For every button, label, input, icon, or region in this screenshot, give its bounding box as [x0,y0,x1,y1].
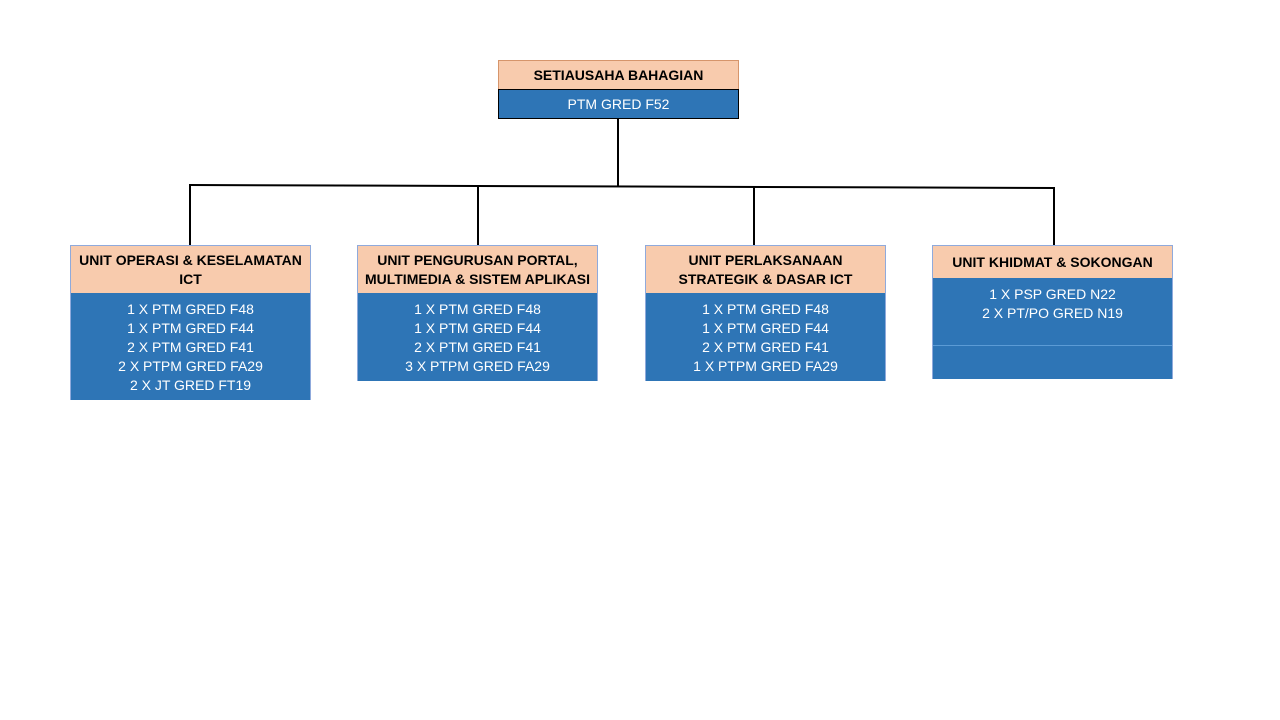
staff-item: 1 X PTPM GRED FA29 [693,358,838,374]
staff-item: 3 X PTPM GRED FA29 [405,358,550,374]
unit-staff-list: 1 X PTM GRED F48 1 X PTM GRED F44 2 X PT… [357,293,598,381]
unit-title: UNIT PERLAKSANAAN STRATEGIK & DASAR ICT [645,245,886,293]
staff-item: 1 X PTM GRED F48 [414,301,541,317]
staff-item: 2 X JT GRED FT19 [129,377,252,393]
unit-box-pengurusan: UNIT PENGURUSAN PORTAL, MULTIMEDIA & SIS… [357,245,598,381]
staff-item: 1 X PTM GRED F48 [702,301,829,317]
unit-title: UNIT OPERASI & KESELAMATAN ICT [70,245,311,293]
staff-item: 2 X PT/PO GRED N19 [982,305,1123,321]
staff-item: 1 X PTM GRED F44 [414,320,541,336]
unit-box-operasi: UNIT OPERASI & KESELAMATAN ICT 1 X PTM G… [70,245,311,400]
unit-box-khidmat: UNIT KHIDMAT & SOKONGAN 1 X PSP GRED N22… [932,245,1173,379]
unit-box-perlaksanaan: UNIT PERLAKSANAAN STRATEGIK & DASAR ICT … [645,245,886,381]
staff-item: 2 X PTPM GRED FA29 [118,358,263,374]
staff-item: 2 X PTM GRED F41 [414,339,541,355]
unit-staff-list: 1 X PSP GRED N22 2 X PT/PO GRED N19 [932,278,1173,379]
unit-staff-list: 1 X PTM GRED F48 1 X PTM GRED F44 2 X PT… [645,293,886,381]
unit-staff-list: 1 X PTM GRED F48 1 X PTM GRED F44 2 X PT… [70,293,311,400]
root-staff: PTM GRED F52 [498,89,739,119]
staff-item: 2 X PTM GRED F41 [702,339,829,355]
connector-horizontal-bus [188,184,1056,189]
root-box: SETIAUSAHA BAHAGIAN PTM GRED F52 [498,60,739,119]
empty-row-divider [933,345,1172,346]
unit-title: UNIT PENGURUSAN PORTAL, MULTIMEDIA & SIS… [357,245,598,293]
unit-title: UNIT KHIDMAT & SOKONGAN [932,245,1173,278]
staff-item: 1 X PTM GRED F44 [127,320,254,336]
staff-item: 1 X PTM GRED F44 [702,320,829,336]
root-title: SETIAUSAHA BAHAGIAN [498,60,739,89]
staff-item: 1 X PSP GRED N22 [989,286,1116,302]
staff-item: 2 X PTM GRED F41 [127,339,254,355]
staff-item: 1 X PTM GRED F48 [127,301,254,317]
